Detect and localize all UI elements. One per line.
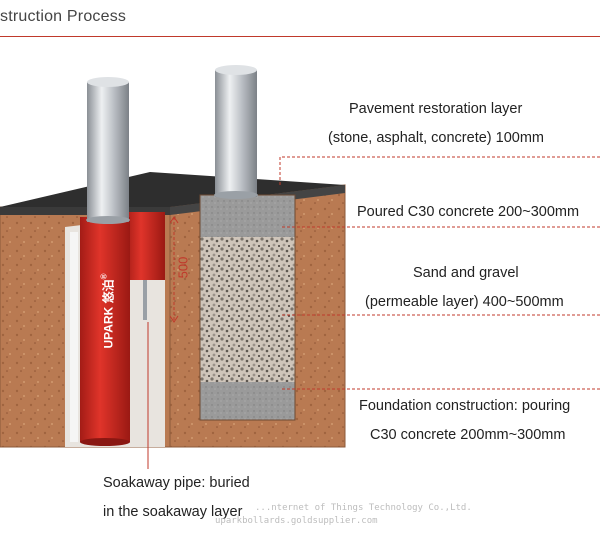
soakaway-pipe [143, 280, 147, 320]
red-housing-cap [125, 212, 165, 280]
right-steel-bollard [215, 70, 257, 197]
pavement-label-line2: (stone, asphalt, concrete) 100mm [328, 130, 544, 146]
sand-label-line2: (permeable layer) 400~500mm [365, 294, 564, 310]
watermark-line1: ...nternet of Things Technology Co.,Ltd. [255, 503, 472, 513]
construction-diagram [0, 65, 600, 469]
pavement-leader [279, 156, 600, 185]
foundation-layer [200, 382, 295, 420]
gravel-layer [200, 237, 295, 382]
left-steel-bollard [87, 82, 129, 222]
poured-concrete-layer [200, 195, 295, 237]
brand-cn-text: 悠泊 [101, 279, 116, 304]
foundation-label-line2: C30 concrete 200mm~300mm [370, 427, 566, 443]
asphalt-top [0, 172, 345, 207]
watermark-line2: uparkbollards.goldsupplier.com [215, 516, 378, 526]
bollard-brand: UPARK 悠泊® [100, 273, 117, 349]
poured-label: Poured C30 concrete 200~300mm [357, 204, 580, 220]
section-header: struction Process [0, 0, 600, 37]
left-pit-wall [70, 232, 78, 442]
sand-label-line1: Sand and gravel [413, 265, 519, 281]
section-title: struction Process [0, 8, 127, 25]
foundation-label-line1: Foundation construction: pouring [359, 398, 571, 414]
brand-text: UPARK [101, 306, 116, 349]
registered-mark: ® [99, 273, 109, 280]
soakaway-label-line1: Soakaway pipe: buried [103, 475, 250, 491]
red-cylinder [80, 217, 130, 442]
dimension-value: 500 [175, 256, 191, 279]
soakaway-label-line2: in the soakaway layer [103, 504, 243, 520]
pavement-label-line1: Pavement restoration layer [349, 101, 523, 117]
